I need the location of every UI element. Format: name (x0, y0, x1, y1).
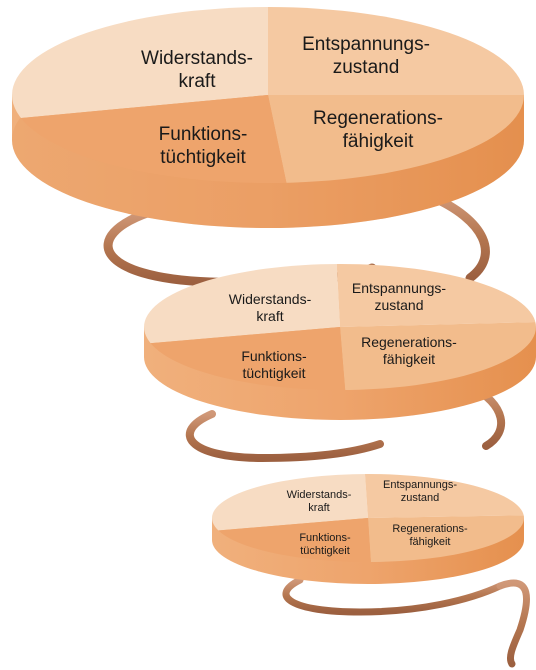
label-regeneration-bottom: Regenerations-fähigkeit (392, 523, 468, 549)
segment-regeneration (368, 515, 524, 562)
label-regeneration-middle: Regenerations-fähigkeit (361, 334, 457, 367)
segment-funktion (212, 518, 372, 562)
label-entspannung-top: Entspannungs-zustand (302, 34, 430, 78)
label-entspannung-bottom: Entspannungs-zustand (383, 479, 457, 505)
disc-bottom (212, 474, 524, 584)
label-widerstand-middle: Widerstands-kraft (228, 291, 312, 324)
disc-top (12, 7, 524, 228)
label-funktion-bottom: Funktions-tüchtigkeit (299, 532, 351, 558)
label-widerstand-top: Widerstands-kraft (141, 48, 253, 92)
label-funktion-middle: Funktions-tüchtigkeit (241, 348, 307, 381)
label-entspannung-middle: Entspannungs-zustand (351, 280, 447, 313)
label-widerstand-bottom: Widerstands-kraft (286, 489, 352, 515)
label-funktion-top: Funktions-tüchtigkeit (158, 124, 248, 168)
label-regeneration-top: Regenerations-fähigkeit (313, 108, 443, 152)
